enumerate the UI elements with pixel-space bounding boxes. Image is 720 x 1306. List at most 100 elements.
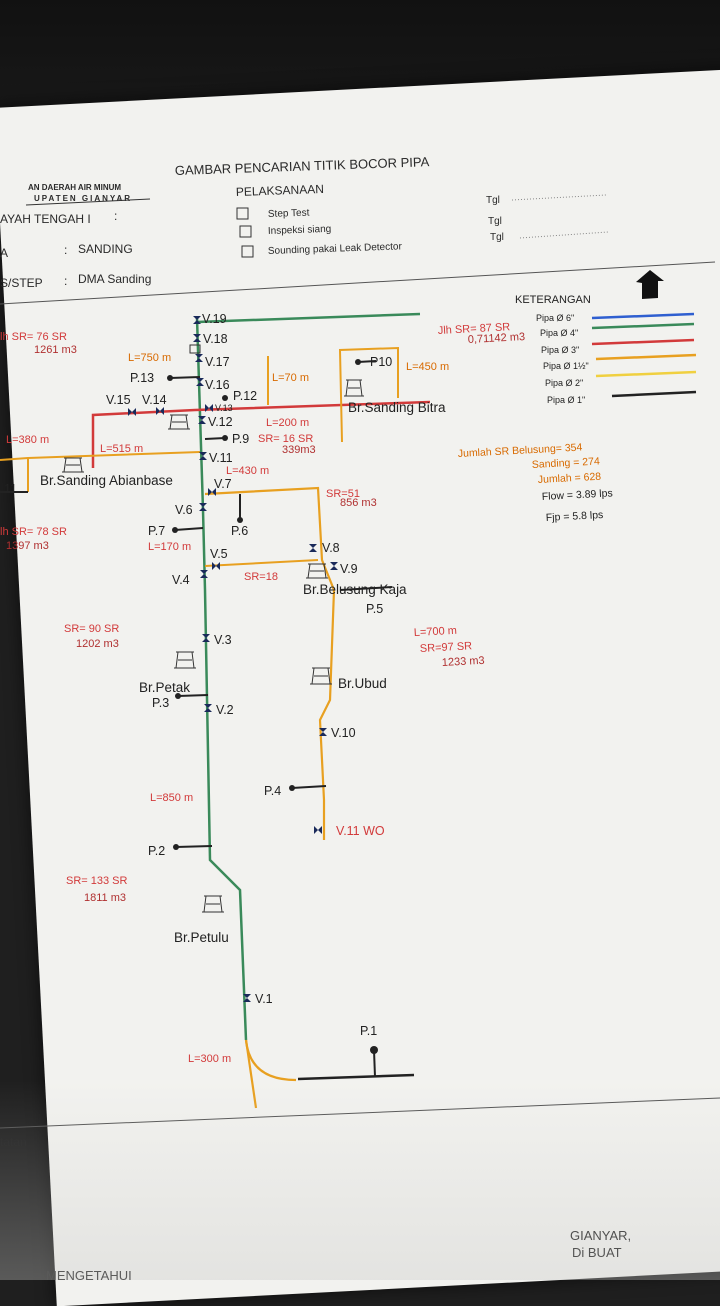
label-v1: V.1	[255, 992, 273, 1006]
dma-label: S/STEP	[0, 276, 43, 290]
label-p5: P.5	[366, 602, 383, 616]
label-v10: V.10	[331, 726, 356, 740]
footer-catatan: tatan	[0, 1135, 27, 1149]
pipe-1in-p5	[339, 586, 393, 591]
place-petak: Br.Petak	[139, 680, 190, 695]
checkbox-step-test[interactable]	[236, 207, 249, 220]
note-1202: 1202 m3	[76, 638, 119, 650]
valve-icon-v2	[204, 704, 212, 712]
legend-item-2in: Pipa Ø 2"	[545, 378, 583, 388]
footer-dibuat: Di BUAT	[572, 1245, 622, 1260]
tower-icon-petak	[174, 651, 196, 669]
valve-icon-v13	[205, 404, 213, 412]
legend-line-4in	[591, 322, 695, 330]
valve-icon-v10	[319, 728, 327, 736]
pipe-3in-cross	[91, 400, 431, 468]
p3-dot	[175, 693, 181, 699]
note-jlh-sr76: lh SR= 76 SR	[0, 331, 67, 343]
pipe-1in-p9	[204, 437, 226, 440]
label-p13: P.13	[130, 371, 154, 385]
note-l850: L=850 m	[150, 792, 193, 804]
label-p12: P.12	[233, 389, 257, 403]
valve-icon-v8	[309, 544, 317, 552]
pipe-1-5in-p1-curve	[244, 1039, 297, 1082]
pipe-1in-p1	[297, 1073, 415, 1081]
dma-colon: :	[64, 274, 67, 288]
note-l300: L=300 m	[188, 1053, 231, 1065]
p4-dot	[289, 785, 295, 791]
valve-icon-v17	[195, 354, 203, 362]
note-l170: L=170 m	[148, 541, 191, 553]
pipe-1in-p10	[357, 360, 377, 363]
note-1397: 1397 m3	[6, 540, 49, 552]
note-l430: L=430 m	[226, 465, 269, 477]
label-p9: P.9	[232, 432, 249, 446]
label-11: 11	[4, 482, 17, 496]
area-label: A	[0, 246, 8, 260]
legend-line-1-5in	[595, 353, 697, 361]
summary: Jumlah SR Belusung= 354 Sanding = 274 Ju…	[458, 441, 613, 524]
place-belusung-kaja: Br.Belusung Kaja	[303, 582, 407, 597]
label-v11-wo: V.11 WO	[336, 824, 385, 838]
pipe-1in-p4	[291, 785, 327, 789]
pipe-4in-trunk	[195, 317, 248, 1041]
tower-icon-sanding-bitra	[344, 379, 364, 397]
node-labels: V.19 V.18 V.17 V.16 V.15 V.14 V.13 V.12 …	[4, 312, 392, 1038]
tgl-1-line	[511, 194, 607, 201]
label-p1: P.1	[360, 1024, 377, 1038]
p2-dot	[173, 844, 179, 850]
checkbox-sounding[interactable]	[241, 245, 254, 258]
valve-icon-v14	[156, 407, 164, 415]
pipe-1in-p3	[177, 694, 209, 697]
note-l750: L=750 m	[128, 352, 171, 364]
legend-title: KETERANGAN	[515, 294, 591, 306]
north-arrow-icon	[636, 270, 664, 299]
valve-icon-v9	[330, 562, 338, 570]
option-sounding: Sounding pakai Leak Detector	[268, 241, 403, 257]
footer-gianyar: GIANYAR,	[570, 1228, 631, 1243]
label-v17: V.17	[205, 355, 230, 369]
tgl-2: Tgl	[488, 216, 502, 227]
junctions	[167, 359, 378, 1054]
note-l380: L=380 m	[6, 434, 49, 446]
tower-icon-ubud	[310, 667, 332, 685]
legend-line-3in	[591, 338, 695, 346]
legend-item-3in: Pipa Ø 3"	[541, 345, 579, 355]
label-p2: P.2	[148, 844, 165, 858]
tower-icon-petulu	[202, 895, 224, 913]
valve-icon-v12	[198, 416, 206, 424]
tower-icon-belusung-kaja	[306, 563, 328, 579]
note-jlh-sr78: lh SR= 78 SR	[0, 526, 67, 538]
pelaksanaan-label: PELAKSANAAN	[236, 182, 324, 199]
org-line1: AN DAERAH AIR MINUM	[28, 183, 121, 192]
label-p4: P.4	[264, 784, 281, 798]
valve-icon-v3	[202, 634, 210, 642]
note-856: 856 m3	[340, 497, 377, 509]
pipe-4in-top	[196, 312, 421, 324]
legend-line-6in	[591, 312, 695, 320]
note-sr18: SR=18	[244, 571, 278, 583]
valve-icon-v11wo	[314, 826, 322, 834]
place-sanding-abianbase: Br.Sanding Abianbase	[40, 473, 173, 488]
option-step-test: Step Test	[268, 208, 310, 220]
place-ubud: Br.Ubud	[338, 676, 387, 691]
pipe-1in-p13	[169, 376, 201, 379]
label-v11: V.11	[209, 451, 233, 465]
note-sr51: SR=51	[326, 488, 360, 500]
label-v18: V.18	[203, 332, 228, 346]
drawing-frame-bottom	[0, 1097, 720, 1129]
pipe-1in-p1-riser	[373, 1049, 376, 1078]
label-v14: V.14	[142, 393, 167, 407]
valve-icon-v5	[212, 562, 220, 570]
label-p6: P.6	[231, 524, 248, 538]
checkbox-inspeksi-siang[interactable]	[239, 225, 252, 238]
tgl-3: Tgl	[490, 232, 504, 243]
p13-dot	[167, 375, 173, 381]
legend-line-1in	[611, 390, 697, 398]
label-v16: V.16	[205, 378, 230, 392]
header: AN DAERAH AIR MINUM UPATEN GIANYAR GAMBA…	[0, 154, 609, 290]
p12-dot	[222, 395, 228, 401]
note-l450: L=450 m	[406, 361, 449, 373]
valve-icon-v11	[199, 452, 207, 460]
label-v6: V.6	[175, 503, 193, 517]
